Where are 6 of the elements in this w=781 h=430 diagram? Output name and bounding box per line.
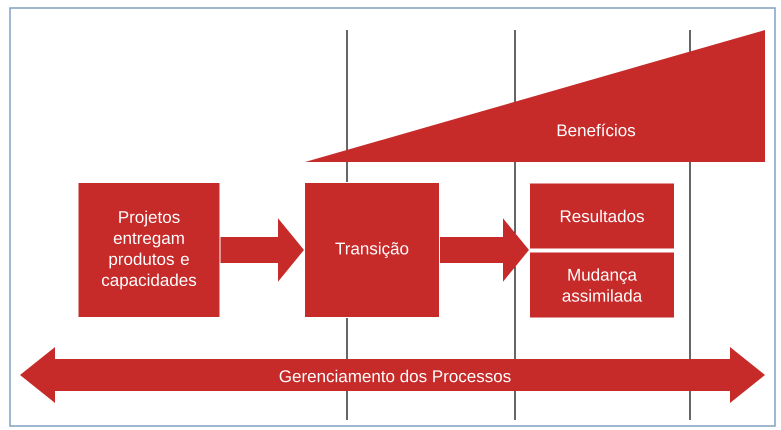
double-arrow-band: Gerenciamento dos Processos bbox=[20, 347, 765, 403]
process-box: Transição bbox=[304, 182, 440, 318]
process-box: Mudança assimilada bbox=[529, 252, 675, 318]
benefit-wedge: Benefícios bbox=[305, 30, 765, 162]
process-box: Resultados bbox=[529, 182, 675, 250]
process-box: Projetos entregam produtos e capacidades bbox=[78, 182, 220, 318]
